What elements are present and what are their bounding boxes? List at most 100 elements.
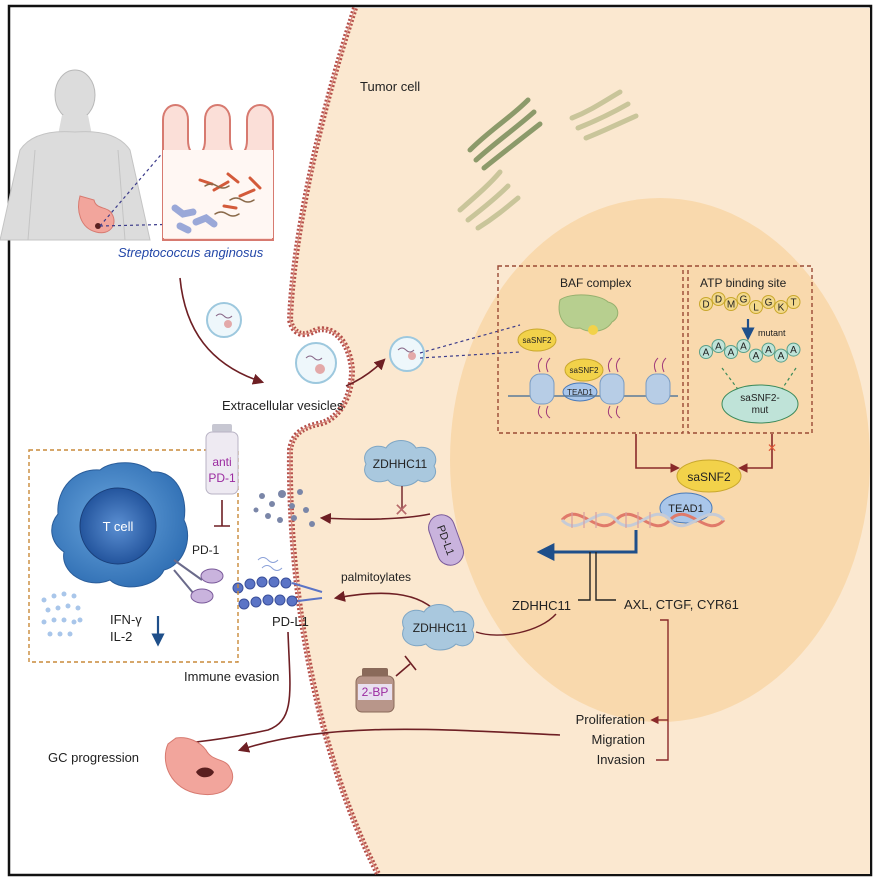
atp-wildtype-bead — [786, 295, 801, 309]
phenotype-bracket — [656, 619, 669, 761]
nucleus — [450, 198, 870, 722]
atp-mutant-letter: A — [778, 351, 785, 362]
two-bp-label: 2-BP — [362, 685, 389, 699]
immune-evasion-label: Immune evasion — [184, 669, 279, 684]
sasnf2-main-node — [676, 459, 742, 493]
atp-wildtype-letter: G — [740, 295, 748, 306]
atp-wildtype-letter: D — [702, 300, 709, 311]
atp-wildtype-bead — [724, 297, 738, 311]
stomach-icon — [78, 195, 115, 234]
tumor-cell-label: Tumor cell — [360, 79, 420, 94]
atp-mutant-letter: A — [715, 342, 722, 353]
atp-mutant-bead — [724, 345, 738, 359]
atp-wildtype-bead — [774, 300, 788, 314]
evasion-to-gc-arrow — [195, 631, 291, 743]
zdhhc11-bottom-label: ZDHHC11 — [413, 621, 468, 635]
atp-binding-title: ATP binding site — [700, 276, 787, 290]
atp-binding-box — [687, 265, 813, 434]
sasnf2-mut-node — [721, 384, 799, 424]
atp-wildtype-bead — [761, 295, 776, 309]
zdhhc11-top-label: ZDHHC11 — [373, 457, 428, 471]
sasnf2-mut-label-1: saSNF2- — [740, 393, 779, 404]
arrow-bacteria-to-vesicles — [179, 277, 265, 385]
vesicle-icon — [206, 302, 242, 338]
atp-mutant-bead — [749, 348, 763, 363]
atp-wildtype-letter: K — [778, 303, 785, 314]
ifn-gamma-label: IFN-γ — [110, 612, 142, 627]
gene-to-zdhhc11-link — [475, 613, 557, 636]
pd-l1-protein — [428, 514, 464, 566]
gc-progression-label: GC progression — [48, 750, 139, 765]
human-body-icon — [0, 69, 151, 241]
atp-mutant-bead — [786, 342, 801, 357]
baf-complex-box — [497, 265, 684, 434]
vesicle-to-sasnf2-guide — [419, 324, 521, 359]
sasnf2-small-2: saSNF2 — [570, 366, 599, 375]
pd-1-receptor — [173, 559, 224, 604]
inhibition-x-icon: ✕ — [394, 500, 409, 520]
anti-pd-1-inhibition — [214, 500, 230, 527]
gastric-mucosa-panel — [162, 104, 274, 241]
atp-mutant-letter: A — [765, 345, 772, 356]
t-cell-icon — [51, 462, 189, 588]
degraded-pd-l1-dots — [253, 489, 315, 527]
atp-mutant-letter: A — [703, 348, 710, 359]
proliferation-label: Proliferation — [576, 712, 645, 727]
atp-mutant-letter: A — [753, 351, 760, 362]
il-2-label: IL-2 — [110, 629, 132, 644]
transcription-arrow — [536, 530, 638, 561]
dna-icon — [560, 512, 726, 528]
pd-l1-label: PD-L1 — [272, 614, 309, 629]
invasion-label: Invasion — [597, 752, 645, 767]
inhibition-x-icon: ✕ — [767, 441, 777, 455]
atp-mutant-bead — [774, 348, 788, 363]
vesicle-icon — [295, 342, 337, 384]
extracellular-vesicles-label: Extracellular vesicles — [222, 398, 344, 413]
atp-wildtype-letter: M — [727, 300, 735, 311]
atp-wildtype-letter: G — [765, 298, 773, 309]
atp-mutant-letter: A — [740, 342, 747, 353]
sasnf2-small-1: saSNF2 — [523, 336, 552, 345]
vesicle-icon — [389, 336, 425, 372]
mitochondria-icon — [457, 89, 639, 231]
two-bp-inhibition — [395, 655, 417, 677]
target-gene-bracket — [578, 552, 616, 601]
migration-label: Migration — [592, 732, 645, 747]
atp-wildtype-bead — [699, 297, 713, 311]
arrow-vesicle-entry — [345, 358, 386, 387]
atp-wildtype-letter: L — [753, 303, 759, 314]
baf-complex-title: BAF complex — [560, 276, 631, 290]
atp-mutant-letter: A — [790, 345, 797, 356]
pd-1-label: PD-1 — [192, 543, 220, 557]
nucleosome-icon — [508, 357, 678, 419]
bacterium-name: Streptococcus anginosus — [118, 245, 264, 260]
zdhhc11-gene-label: ZDHHC11 — [512, 598, 571, 613]
atp-mutant-bead — [699, 345, 713, 359]
zdhhc11-enzyme-bottom — [402, 604, 475, 651]
atp-mutant-bead — [761, 342, 776, 357]
proliferation-to-gc-arrow — [237, 728, 561, 753]
anti-pd1-line2: PD-1 — [208, 471, 236, 485]
baf-protein-complex — [558, 294, 619, 332]
tead1-small: TEAD1 — [567, 388, 593, 397]
atp-mutant-bead — [711, 339, 726, 353]
baf-to-sasnf2-arrow — [635, 434, 680, 473]
zdhhc11-enzyme-top — [364, 440, 437, 487]
t-cell-box — [28, 449, 239, 663]
drug-bottle-icon — [355, 668, 395, 713]
sasnf2-main-label: saSNF2 — [687, 470, 731, 484]
anti-pd1-line1: anti — [212, 455, 231, 469]
sasnf2-mut-label-2: mut — [752, 405, 769, 416]
atp-wildtype-letter: D — [715, 295, 722, 306]
target-genes-label: AXL, CTGF, CYR61 — [624, 597, 739, 612]
atp-wildtype-bead — [749, 300, 763, 314]
pd-l1-squiggle — [257, 557, 283, 571]
atp-mutant-letter: A — [728, 348, 735, 359]
palmitoylation-arrow-top — [319, 512, 431, 525]
pd-l1-stalk — [291, 582, 323, 602]
cytokine-dots — [41, 591, 83, 637]
stomach-icon — [164, 737, 234, 796]
